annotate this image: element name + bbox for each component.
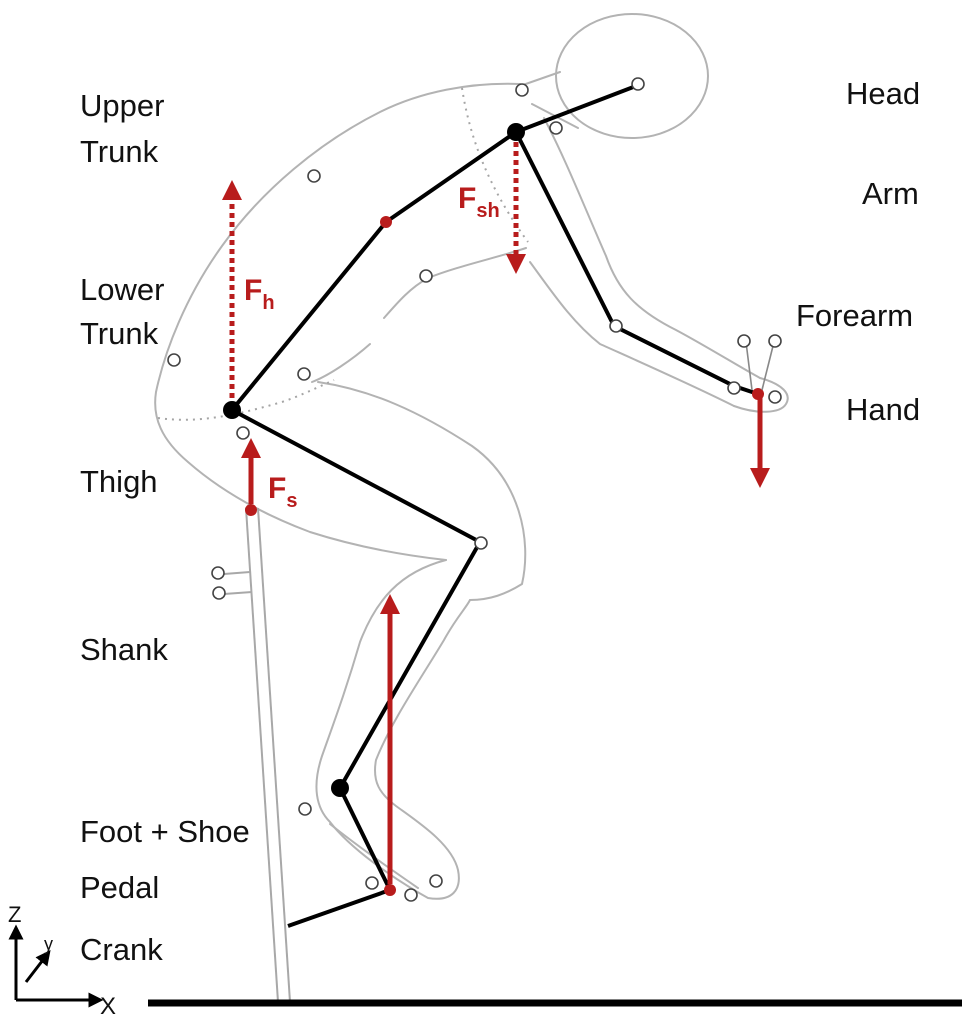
shoulder-joint (507, 123, 525, 141)
marker (419, 269, 433, 283)
label-hand: Hand (846, 392, 920, 427)
z-axis-label: Z (8, 902, 21, 927)
marker (768, 334, 782, 348)
marker (298, 802, 312, 816)
marker (365, 876, 379, 890)
arm-outline-back (543, 117, 761, 379)
trunk-center-point (380, 216, 392, 228)
thigh-outline-front (317, 381, 527, 601)
markers (167, 77, 782, 902)
label-lower: Lower (80, 272, 164, 307)
label-pedal: Pedal (80, 870, 159, 905)
marker (429, 874, 443, 888)
crank-arm (287, 888, 391, 928)
thigh-shank-segment (230, 408, 482, 790)
y-axis-label: y (44, 934, 53, 954)
arm-outline-front (529, 261, 735, 407)
force-arrows (222, 142, 770, 884)
label-upper-trunk: Trunk (80, 134, 159, 169)
marker (727, 381, 741, 395)
marker (167, 353, 181, 367)
body-outline (154, 13, 789, 900)
y-axis (24, 950, 51, 983)
marker (307, 169, 321, 183)
hip-joint (223, 401, 241, 419)
label-forearm: Forearm (796, 298, 913, 333)
marker (212, 586, 226, 600)
saddle-force-label: Fs (268, 472, 297, 512)
label-arm: Arm (862, 176, 919, 211)
segment-labels: Upper Trunk Lower Trunk Thigh Shank Foot… (80, 76, 920, 967)
coordinate-axes: Z y X (8, 902, 116, 1020)
hip-seam (157, 379, 335, 421)
marker (737, 334, 751, 348)
marker (404, 888, 418, 902)
saddle-contact-point (245, 504, 257, 516)
ankle-joint (331, 779, 349, 797)
label-foot-shoe: Foot + Shoe (80, 814, 250, 849)
marker (549, 121, 563, 135)
marker (236, 426, 250, 440)
front-trunk-outline (311, 247, 527, 383)
shoulder-force-label: Fsh (458, 182, 500, 222)
marker (609, 319, 623, 333)
marker (474, 536, 488, 550)
hip-force-label: Fh (244, 274, 275, 314)
head-neck-segment (514, 84, 638, 134)
back-outline (154, 82, 521, 561)
trunk-segment (230, 130, 518, 412)
marker (768, 390, 782, 404)
marker (515, 83, 529, 97)
marker (297, 367, 311, 381)
label-head: Head (846, 76, 920, 111)
hand-contact-point (752, 388, 764, 400)
head-outline (555, 13, 709, 139)
pedal-contact-point (384, 884, 396, 896)
label-upper: Upper (80, 88, 164, 123)
label-crank: Crank (80, 932, 163, 967)
seat-post (223, 507, 291, 1003)
x-axis-label: X (100, 993, 116, 1020)
arm-forearm-segment (514, 130, 760, 396)
label-thigh: Thigh (80, 464, 158, 499)
hand-outline (733, 377, 789, 413)
shank-outline-back (315, 559, 471, 900)
label-shank: Shank (80, 632, 168, 667)
label-lower-trunk: Trunk (80, 316, 159, 351)
foot-segment (338, 786, 392, 892)
marker (211, 566, 225, 580)
marker (631, 77, 645, 91)
